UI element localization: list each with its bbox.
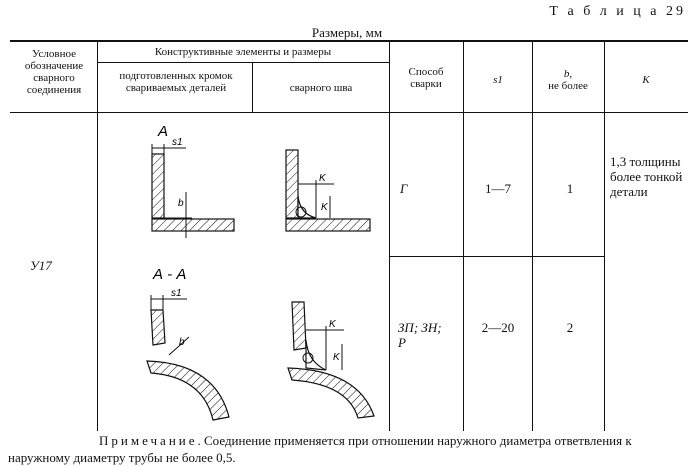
header-b: b, не более bbox=[535, 68, 601, 92]
header-b-symbol: b, bbox=[563, 68, 573, 80]
header-construct-elements: Конструктивные элементы и размеры bbox=[154, 46, 332, 58]
branch-pipe-wall bbox=[150, 309, 166, 346]
header-bottom-rule bbox=[10, 112, 688, 113]
b-dim-label-2: b bbox=[179, 337, 185, 348]
col-divider-5 bbox=[532, 41, 533, 431]
units-caption: Размеры, мм bbox=[311, 25, 383, 40]
subheader-rule bbox=[97, 62, 389, 63]
base-plate bbox=[151, 218, 235, 232]
fillet-weld-2 bbox=[305, 339, 327, 371]
header-weld-seam: сварного шва bbox=[289, 82, 353, 94]
header-b-sub: не более bbox=[548, 80, 588, 92]
drawing-edges-section-a: А s1 b bbox=[151, 123, 235, 238]
b-dim-label: b bbox=[178, 198, 184, 209]
subrow2-method: ЗП; ЗН; Р bbox=[398, 320, 442, 350]
header-prepared-edges: подготовленных кромок свариваемых детале… bbox=[119, 70, 233, 94]
col-divider-6 bbox=[604, 41, 605, 431]
k-dim-label-h: K bbox=[319, 173, 327, 184]
root-bead-2 bbox=[302, 352, 314, 364]
section-aa-label: А - А bbox=[152, 266, 186, 283]
weld-base-plate bbox=[285, 218, 371, 232]
vertical-plate bbox=[151, 153, 165, 219]
b-dim-line-2 bbox=[168, 336, 190, 356]
subrow1-b: 1 bbox=[566, 181, 574, 196]
row-designation: У17 bbox=[30, 258, 52, 273]
note-text: . Соединение применяется при отношении н… bbox=[8, 433, 632, 465]
subrow2-b: 2 bbox=[566, 320, 574, 335]
weld-branch-wall bbox=[291, 301, 307, 351]
root-bead bbox=[295, 206, 307, 218]
header-method: Способ сварки bbox=[408, 66, 444, 90]
table-number: Т а б л и ц а 29 bbox=[549, 4, 686, 19]
s1-dim-label: s1 bbox=[172, 137, 183, 148]
table-top-rule bbox=[10, 40, 688, 42]
subrow2-s1: 2—20 bbox=[481, 320, 515, 335]
k-dim-label-h2: K bbox=[329, 319, 337, 330]
header-s1: s1 bbox=[493, 74, 503, 86]
subrow1-method: Г bbox=[400, 181, 408, 196]
drawing-weld-seam-a: K K bbox=[285, 149, 371, 232]
header-designation: Условное обозначение сварного соединения bbox=[24, 48, 84, 96]
k-value: 1,3 толщины более тонкой детали bbox=[610, 154, 683, 199]
table-note: Примечание. Соединение применяется при о… bbox=[8, 432, 688, 466]
col-divider-4 bbox=[463, 41, 464, 431]
s1-dim-label-2: s1 bbox=[171, 288, 182, 299]
header-k: K bbox=[642, 74, 650, 86]
subrow-divider bbox=[389, 256, 604, 257]
k-dim-label-v: K bbox=[321, 202, 329, 213]
k-dim-label-v2: K bbox=[333, 352, 341, 363]
note-heading: Примечание bbox=[99, 433, 198, 448]
drawing-weld-seam-aa: K K bbox=[287, 301, 375, 419]
subrow1-s1: 1—7 bbox=[485, 181, 511, 196]
section-a-label: А bbox=[157, 123, 168, 140]
col-divider-1 bbox=[97, 41, 98, 431]
weld-main-pipe bbox=[287, 367, 375, 419]
weld-vertical-plate bbox=[285, 149, 299, 219]
drawing-edges-section-aa: А - А s1 b bbox=[146, 266, 230, 421]
main-pipe-wall bbox=[146, 360, 230, 421]
col-divider-3 bbox=[389, 41, 390, 431]
col-divider-2 bbox=[252, 62, 253, 112]
